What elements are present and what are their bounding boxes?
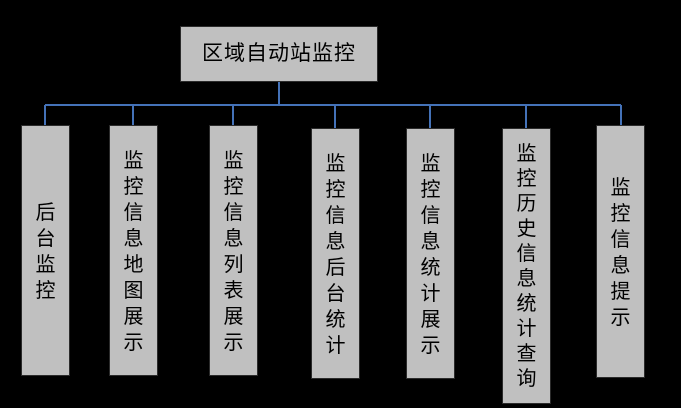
label-glyph: 控 — [223, 173, 244, 198]
label-glyph: 台 — [35, 225, 56, 250]
label-glyph: 信 — [325, 202, 346, 227]
label-glyph: 示 — [610, 304, 631, 329]
label-glyph: 控 — [516, 165, 537, 190]
label-glyph: 息 — [223, 225, 244, 250]
label-glyph: 监 — [610, 174, 631, 199]
label-glyph: 监 — [516, 140, 537, 165]
label-glyph: 监 — [35, 251, 56, 276]
connector-drop-1 — [44, 105, 46, 125]
label-glyph: 展 — [223, 303, 244, 328]
label-glyph: 展 — [420, 306, 441, 331]
child-node-2[interactable]: 监控信息地图展示 — [109, 125, 158, 376]
connector-root-stem — [278, 82, 280, 105]
connector-drop-4 — [334, 105, 336, 128]
label-glyph: 控 — [325, 176, 346, 201]
label-glyph: 信 — [123, 199, 144, 224]
child-node-label: 后台监控 — [22, 199, 69, 303]
label-glyph: 统 — [516, 291, 537, 316]
label-glyph: 历 — [516, 190, 537, 215]
label-glyph: 息 — [123, 225, 144, 250]
child-node-label: 监控信息地图展示 — [110, 147, 157, 355]
label-glyph: 监 — [325, 150, 346, 175]
label-glyph: 计 — [325, 332, 346, 357]
child-node-1[interactable]: 后台监控 — [21, 125, 70, 376]
label-glyph: 史 — [516, 215, 537, 240]
label-glyph: 息 — [325, 228, 346, 253]
label-glyph: 信 — [420, 202, 441, 227]
label-glyph: 示 — [420, 332, 441, 357]
label-glyph: 控 — [420, 176, 441, 201]
label-glyph: 控 — [35, 277, 56, 302]
label-glyph: 控 — [610, 200, 631, 225]
child-node-label: 监控信息统计展示 — [407, 150, 454, 358]
child-node-3[interactable]: 监控信息列表展示 — [209, 125, 258, 376]
label-glyph: 计 — [516, 316, 537, 341]
label-glyph: 监 — [420, 150, 441, 175]
label-glyph: 展 — [123, 303, 144, 328]
label-glyph: 信 — [223, 199, 244, 224]
label-glyph: 后 — [325, 254, 346, 279]
label-glyph: 列 — [223, 251, 244, 276]
connector-drop-5 — [429, 105, 431, 128]
child-node-label: 监控信息列表展示 — [210, 147, 257, 355]
child-node-label: 监控信息提示 — [597, 174, 644, 330]
child-node-4[interactable]: 监控信息后台统计 — [311, 128, 360, 379]
label-glyph: 信 — [516, 240, 537, 265]
connector-drop-6 — [525, 105, 527, 128]
label-glyph: 表 — [223, 277, 244, 302]
child-node-5[interactable]: 监控信息统计展示 — [406, 128, 455, 379]
child-node-label: 监控信息后台统计 — [312, 150, 359, 358]
label-glyph: 监 — [123, 147, 144, 172]
root-node-label: 区域自动站监控 — [202, 41, 356, 66]
child-node-6[interactable]: 监控历史信息统计查询 — [502, 128, 551, 404]
label-glyph: 控 — [123, 173, 144, 198]
label-glyph: 查 — [516, 341, 537, 366]
connector-bus — [45, 104, 621, 106]
label-glyph: 示 — [223, 329, 244, 354]
label-glyph: 监 — [223, 147, 244, 172]
label-glyph: 地 — [123, 251, 144, 276]
label-glyph: 息 — [610, 252, 631, 277]
child-node-7[interactable]: 监控信息提示 — [596, 125, 645, 378]
label-glyph: 计 — [420, 280, 441, 305]
connector-drop-7 — [620, 105, 622, 125]
label-glyph: 信 — [610, 226, 631, 251]
label-glyph: 图 — [123, 277, 144, 302]
label-glyph: 台 — [325, 280, 346, 305]
label-glyph: 息 — [516, 266, 537, 290]
label-glyph: 后 — [35, 199, 56, 224]
label-glyph: 息 — [420, 228, 441, 253]
label-glyph: 示 — [123, 329, 144, 354]
label-glyph: 询 — [516, 366, 537, 391]
connector-drop-2 — [132, 105, 134, 125]
label-glyph: 统 — [420, 254, 441, 279]
label-glyph: 统 — [325, 306, 346, 331]
label-glyph: 提 — [610, 278, 631, 303]
connector-drop-3 — [232, 105, 234, 125]
child-node-label: 监控历史信息统计查询 — [503, 141, 550, 392]
root-node[interactable]: 区域自动站监控 — [180, 26, 378, 82]
